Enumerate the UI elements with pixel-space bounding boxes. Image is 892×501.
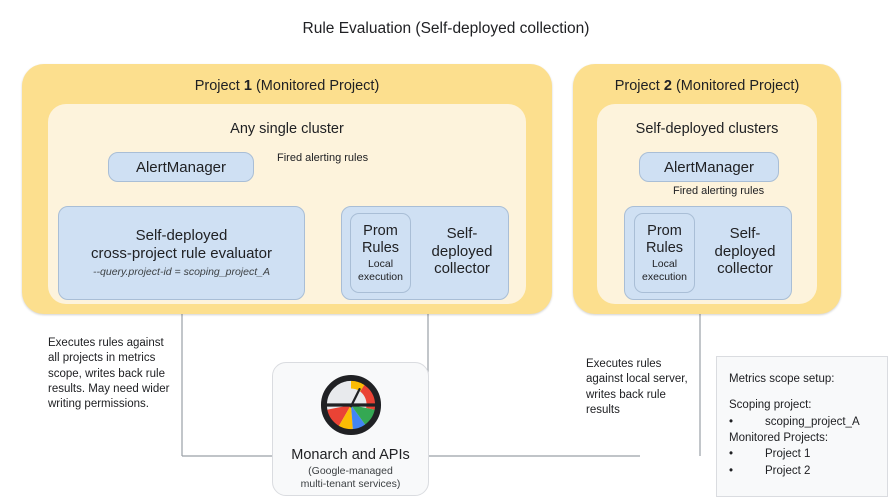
prom-rules-sub-1: Local [367, 257, 394, 270]
project-2-alertmanager-label: AlertManager [663, 158, 755, 176]
project-2-title-prefix: Project [614, 78, 664, 94]
left-caption: Executes rules against all projects in m… [48, 337, 170, 411]
legend-monitored-item: • Project 1 [729, 446, 875, 462]
project-2-edge-label: Fired alerting rules [673, 185, 765, 197]
monarch-title: Monarch and APIs [291, 447, 410, 463]
bullet-icon: • [729, 464, 734, 477]
legend-spacer [729, 387, 875, 397]
right-caption: Executes rules against local server, wri… [586, 358, 688, 416]
legend-monitored-item: • Project 2 [729, 463, 875, 479]
page-title: Rule Evaluation (Self-deployed collectio… [302, 20, 590, 37]
legend-scoping-item-label: scoping_project_A [765, 415, 860, 428]
project-1-collector-label: Self- deployed collector [418, 225, 506, 278]
project-1-title-number: 1 [243, 78, 252, 94]
project-2-collector-label: Self- deployed collector [701, 225, 789, 278]
project-2-prom-rules[interactable]: Prom Rules Local execution [634, 213, 695, 293]
project-2-title-suffix: (Monitored Project) [671, 78, 800, 94]
collector-line-1: Self- [446, 225, 478, 242]
collector-line-3: collector [717, 260, 773, 278]
prom-rules-line-1: Prom [363, 223, 398, 240]
legend-heading: Metrics scope setup: [729, 373, 835, 385]
project-2-cluster-title: Self-deployed clusters [635, 121, 779, 137]
legend-monitored-item-label: Project 1 [765, 448, 811, 461]
prom-rules-sub-1: Local [651, 257, 678, 270]
legend-monitored-label: Monitored Projects: [729, 431, 829, 444]
rule-evaluator-line-1: Self-deployed [135, 226, 228, 244]
bullet-icon: • [729, 415, 734, 428]
project-1-title-suffix: (Monitored Project) [251, 78, 380, 94]
monarch-and-apis-card[interactable]: Monarch and APIs (Google-managed multi-t… [272, 362, 429, 496]
prom-rules-sub-2: execution [358, 270, 403, 283]
collector-line-2: deployed [431, 242, 493, 260]
prom-rules-sub-2: execution [642, 270, 687, 283]
project-1-title-prefix: Project [194, 78, 244, 94]
project-1-alertmanager[interactable]: AlertManager [108, 152, 254, 182]
collector-line-2: deployed [714, 242, 776, 260]
project-1-alertmanager-label: AlertManager [135, 158, 227, 176]
project-1-cluster-title: Any single cluster [230, 121, 344, 137]
collector-line-3: collector [434, 260, 490, 278]
legend-scoping-label: Scoping project: [729, 399, 812, 412]
monarch-subtitle-line-1: (Google-managed [308, 465, 393, 477]
prom-rules-line-1: Prom [647, 223, 682, 240]
project-1-rule-evaluator[interactable]: Self-deployed cross-project rule evaluat… [58, 206, 305, 300]
collector-line-1: Self- [729, 225, 761, 242]
project-2-alertmanager[interactable]: AlertManager [639, 152, 779, 182]
project-1-title: Project 1 (Monitored Project) [22, 78, 552, 94]
bullet-icon: • [729, 448, 734, 461]
prom-rules-line-2: Rules [361, 239, 400, 256]
prom-rules-line-2: Rules [645, 239, 684, 256]
metrics-scope-legend: Metrics scope setup: Scoping project: • … [716, 356, 888, 497]
legend-scoping-item: • scoping_project_A [729, 414, 875, 430]
project-1-prom-rules[interactable]: Prom Rules Local execution [350, 213, 411, 293]
project-2-title: Project 2 (Monitored Project) [573, 78, 841, 94]
project-1-edge-label: Fired alerting rules [277, 152, 369, 164]
monarch-subtitle-line-2: multi-tenant services) [300, 478, 401, 491]
rule-evaluator-flag: --query.project-id = scoping_project_A [93, 266, 270, 279]
legend-monitored-item-label: Project 2 [765, 464, 811, 477]
rule-evaluator-line-2: cross-project rule evaluator [91, 245, 272, 263]
project-2-title-number: 2 [663, 78, 672, 94]
gauge-icon [318, 372, 384, 443]
monarch-subtitle: (Google-managed multi-tenant services) [301, 465, 401, 491]
